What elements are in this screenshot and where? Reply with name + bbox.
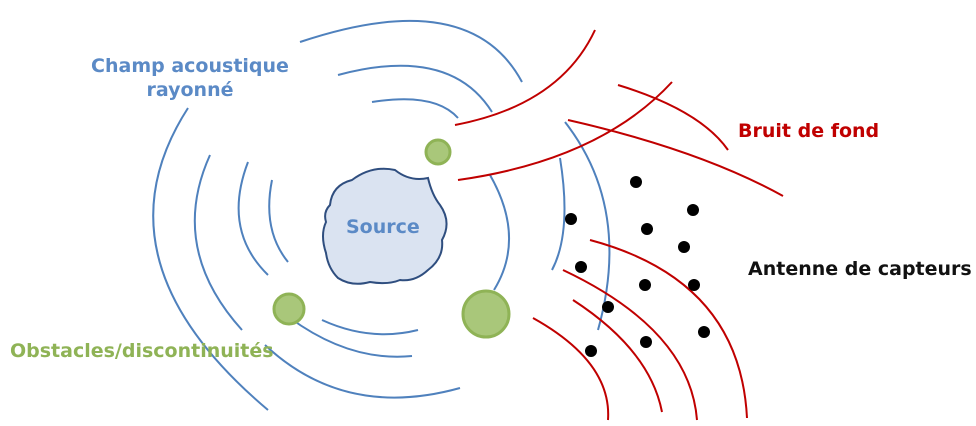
obstacle-circle xyxy=(461,289,511,339)
field-wave-arc xyxy=(264,344,461,399)
source-shape xyxy=(322,167,448,285)
sensor-dot xyxy=(639,279,651,291)
field-wave-arc xyxy=(337,64,493,113)
sensor-array xyxy=(565,176,710,357)
noise-wave-arc xyxy=(457,81,673,181)
obstacle-circle xyxy=(424,138,452,166)
noise-wave-arc xyxy=(567,119,784,197)
noise-wave-arc xyxy=(454,29,596,126)
radiated-field-label: Champ acoustique rayonné xyxy=(60,55,320,103)
sensor-dot xyxy=(641,223,653,235)
field-wave-arc xyxy=(289,317,413,358)
obstacles-group xyxy=(272,138,511,339)
sensor-dot xyxy=(698,326,710,338)
field-wave-arc xyxy=(371,98,459,119)
sensor-dot xyxy=(575,261,587,273)
sensor-dot xyxy=(565,213,577,225)
background-noise-label: Bruit de fond xyxy=(738,120,880,142)
field-wave-arc xyxy=(321,319,419,336)
noise-wave-arc xyxy=(532,317,610,421)
field-wave-arc xyxy=(551,157,566,271)
field-wave-arc xyxy=(268,179,289,263)
sensor-dot xyxy=(687,204,699,216)
field-wave-arc xyxy=(193,154,243,331)
noise-wave-arc xyxy=(562,269,698,421)
noise-wave-arc xyxy=(589,239,748,419)
sensor-dot xyxy=(630,176,642,188)
obstacle-circle xyxy=(272,292,306,326)
field-wave-arc xyxy=(237,161,269,276)
field-wave-arc xyxy=(299,19,523,83)
noise-wave-arc xyxy=(617,84,729,151)
field-wave-arc xyxy=(489,174,510,291)
field-wave-arc xyxy=(564,121,611,331)
obstacles-label: Obstacles/discontinuités xyxy=(10,340,274,362)
noise-wavefronts xyxy=(454,29,784,421)
field-wave-arc xyxy=(152,107,269,411)
sensor-dot xyxy=(688,279,700,291)
radiated-field-label-line1: Champ acoustique xyxy=(91,55,289,77)
sensor-dot xyxy=(602,301,614,313)
sensor-dot xyxy=(678,241,690,253)
field-wavefronts xyxy=(152,19,611,411)
sensor-array-label: Antenne de capteurs xyxy=(748,258,972,280)
source-label: Source xyxy=(346,216,420,238)
radiated-field-label-line2: rayonné xyxy=(146,78,234,101)
noise-wave-arc xyxy=(572,299,663,413)
sensor-dot xyxy=(585,345,597,357)
sensor-dot xyxy=(640,336,652,348)
